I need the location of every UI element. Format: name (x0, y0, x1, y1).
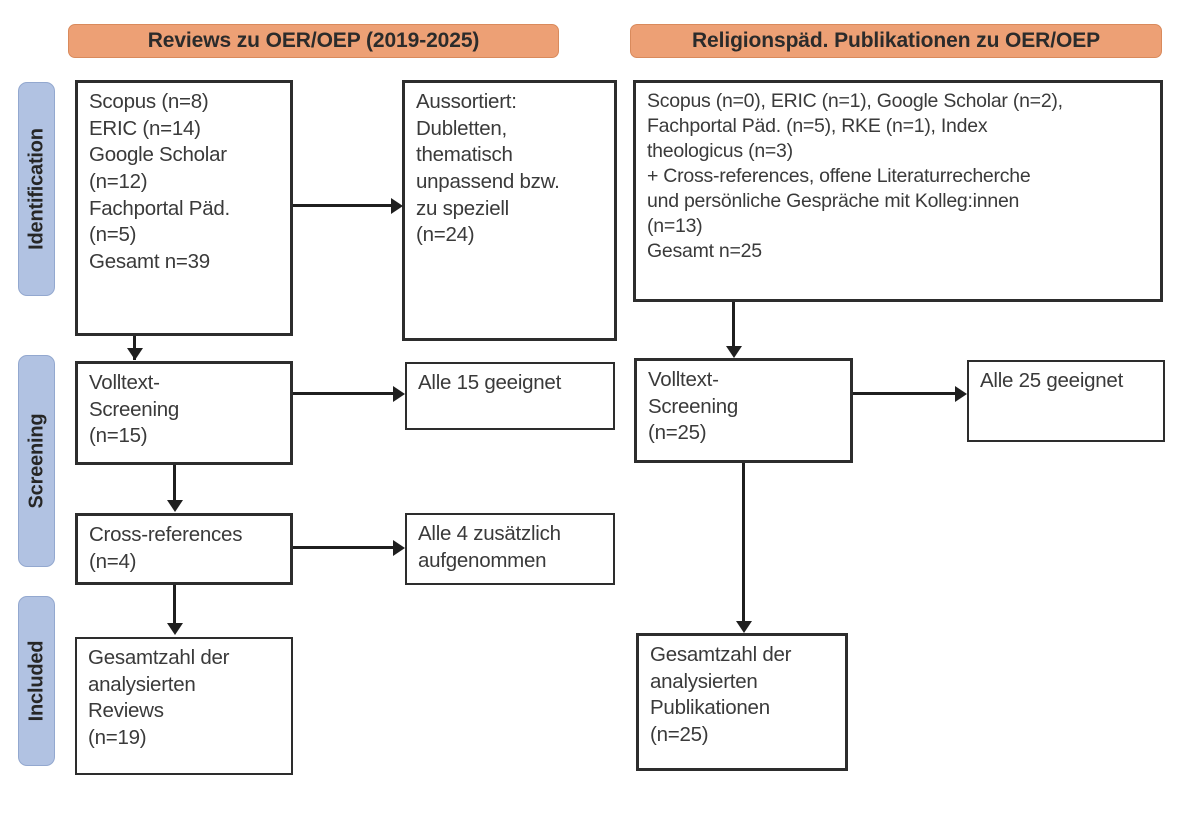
box-left-crossrefs-result-text: Alle 4 zusätzlich aufgenommen (418, 522, 561, 572)
arrowhead-left-crossrefs-to-included (166, 623, 183, 635)
box-left-excluded: Aussortiert: Dubletten, thematisch unpas… (402, 80, 617, 341)
box-left-screening-result: Alle 15 geeignet (405, 362, 615, 430)
connector-left-crossrefs-to-included (173, 585, 176, 623)
connector-right-screening-to-result (853, 392, 955, 395)
arrowhead-right-identification-to-screening (725, 346, 742, 358)
box-right-screening-text: Volltext- Screening (n=25) (648, 368, 739, 445)
connector-left-crossrefs-to-result (293, 546, 393, 549)
connector-left-identification-to-excluded (293, 204, 391, 207)
box-right-included-text: Gesamtzahl der analysierten Publikatione… (650, 643, 792, 746)
connector-left-screening-to-crossrefs (173, 465, 176, 500)
connector-right-identification-to-screening (732, 302, 735, 346)
column-header-religionspaed: Religionspäd. Publikationen zu OER/OEP (630, 24, 1162, 58)
stage-label-screening: Screening (25, 413, 47, 509)
box-left-identification: Scopus (n=8) ERIC (n=14) Google Scholar … (75, 80, 293, 336)
arrowhead-left-screening-to-result (393, 385, 405, 402)
arrowhead-left-crossrefs-to-result (393, 539, 405, 556)
box-right-screening-result-text: Alle 25 geeignet (980, 369, 1124, 392)
box-left-crossrefs-text: Cross-references (n=4) (89, 523, 243, 573)
arrowhead-left-identification-to-excluded (391, 197, 403, 214)
connector-left-screening-to-result (293, 392, 393, 395)
box-left-screening: Volltext- Screening (n=15) (75, 361, 293, 465)
box-left-crossrefs-result: Alle 4 zusätzlich aufgenommen (405, 513, 615, 585)
box-left-crossrefs: Cross-references (n=4) (75, 513, 293, 585)
box-left-included: Gesamtzahl der analysierten Reviews (n=1… (75, 637, 293, 775)
box-left-screening-text: Volltext- Screening (n=15) (89, 371, 180, 448)
stage-pill-identification: Identification (18, 82, 55, 296)
box-left-identification-text: Scopus (n=8) ERIC (n=14) Google Scholar … (89, 90, 230, 273)
connector-right-screening-to-included (742, 463, 745, 621)
column-header-reviews-label: Reviews zu OER/OEP (2019-2025) (147, 29, 480, 52)
stage-label-included: Included (25, 640, 47, 722)
box-right-screening-result: Alle 25 geeignet (967, 360, 1165, 442)
stage-pill-screening: Screening (18, 355, 55, 567)
box-right-identification: Scopus (n=0), ERIC (n=1), Google Scholar… (633, 80, 1163, 302)
arrowhead-left-screening-to-crossrefs (166, 500, 183, 512)
box-left-included-text: Gesamtzahl der analysierten Reviews (n=1… (88, 646, 230, 749)
arrowhead-left-identification-to-screening (126, 348, 143, 360)
column-header-reviews: Reviews zu OER/OEP (2019-2025) (68, 24, 559, 58)
stage-label-identification: Identification (25, 128, 47, 250)
box-right-identification-text: Scopus (n=0), ERIC (n=1), Google Scholar… (647, 90, 1063, 262)
column-header-religionspaed-label: Religionspäd. Publikationen zu OER/OEP (691, 29, 1101, 52)
box-left-excluded-text: Aussortiert: Dubletten, thematisch unpas… (416, 90, 560, 247)
box-right-screening: Volltext- Screening (n=25) (634, 358, 853, 463)
box-left-screening-result-text: Alle 15 geeignet (418, 371, 562, 394)
arrowhead-right-screening-to-result (955, 385, 967, 402)
arrowhead-right-screening-to-included (735, 621, 752, 633)
stage-pill-included: Included (18, 596, 55, 766)
box-right-included: Gesamtzahl der analysierten Publikatione… (636, 633, 848, 771)
